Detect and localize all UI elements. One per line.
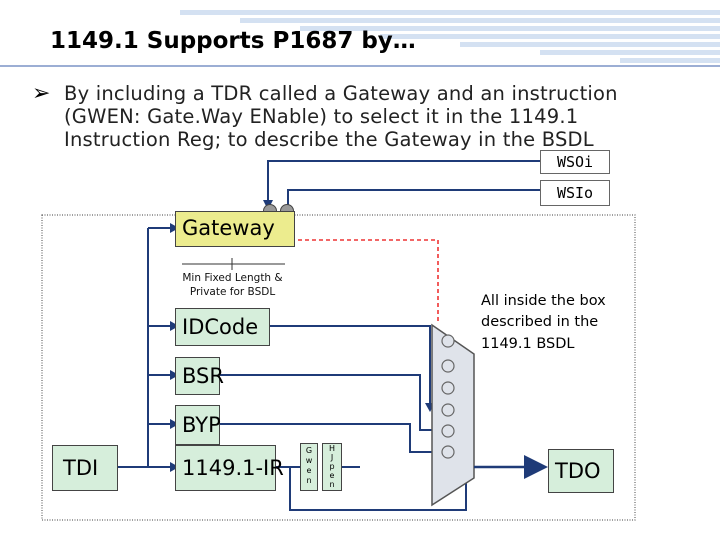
gateway-note-bracket: [182, 258, 285, 270]
box-note-line-1: All inside the box: [481, 293, 606, 309]
gwen-char: e: [306, 466, 312, 475]
box-note-line-3: 1149.1 BSDL: [481, 336, 575, 352]
bsr-register: BSR: [175, 357, 224, 395]
hjpen-char: J: [330, 453, 334, 462]
bullet-text-line-1: By including a TDR called a Gateway and …: [64, 82, 618, 105]
tdo-arrow: [524, 455, 548, 479]
gateway-register: Gateway: [175, 211, 295, 247]
output-mux: [431, 323, 475, 507]
gwen-char: w: [305, 456, 313, 465]
hjpen-char: n: [329, 480, 335, 489]
hjpen-char: H: [328, 444, 335, 453]
mux-input-dot: [441, 445, 455, 459]
idcode-register: IDCode: [175, 308, 270, 346]
mux-input-dot: [441, 403, 455, 417]
wsio-wire: [287, 189, 540, 205]
mux-input-dot: [441, 424, 455, 438]
gwen-char: n: [306, 476, 312, 485]
byp-register: BYP: [175, 405, 221, 445]
mux-input-dot: [441, 359, 455, 373]
bullet-text-line-2: (GWEN: Gate.Way ENable) to select it in …: [64, 105, 579, 128]
hjpen-char: e: [329, 471, 335, 480]
ir-register: 1149.1-IR: [175, 445, 284, 491]
bsdl-boundary-box: [41, 214, 636, 521]
gateway-red-wire: [298, 239, 439, 322]
gwen-decode-box: G w e n: [300, 443, 318, 491]
gateway-note-line-1: Min Fixed Length &: [182, 272, 283, 284]
bullet-text-line-3: Instruction Reg; to describe the Gateway…: [64, 128, 594, 151]
tdi-port: TDI: [52, 445, 118, 491]
mux-input-dot: [441, 381, 455, 395]
header-band: [0, 0, 720, 70]
slide-title: 1149.1 Supports P1687 by…: [50, 28, 416, 54]
bullet-arrow-icon: ➢: [32, 80, 51, 105]
gwen-char: G: [305, 446, 313, 455]
hjpen-char: p: [329, 462, 335, 471]
hjpen-decode-box: H J p e n: [322, 443, 342, 491]
wsio-label: WSIo: [540, 180, 610, 206]
box-note-line-2: described in the: [481, 314, 599, 330]
tdo-port: TDO: [548, 449, 614, 493]
wsoi-label: WSOi: [540, 150, 610, 174]
gateway-note-line-2: Private for BSDL: [189, 286, 276, 298]
wsoi-wire: [267, 160, 540, 205]
mux-input-dot: [441, 334, 455, 348]
